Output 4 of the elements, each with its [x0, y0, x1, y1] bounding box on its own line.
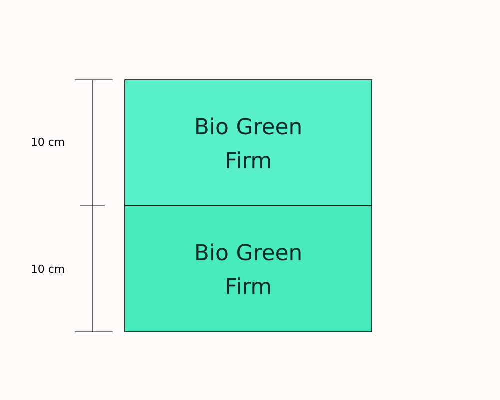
box: Bio Green Firm [124, 80, 372, 206]
box: Bio Green Firm [124, 206, 372, 332]
dimension-label: 10 cm [32, 138, 64, 146]
dimension-label: 10 cm [32, 264, 64, 274]
